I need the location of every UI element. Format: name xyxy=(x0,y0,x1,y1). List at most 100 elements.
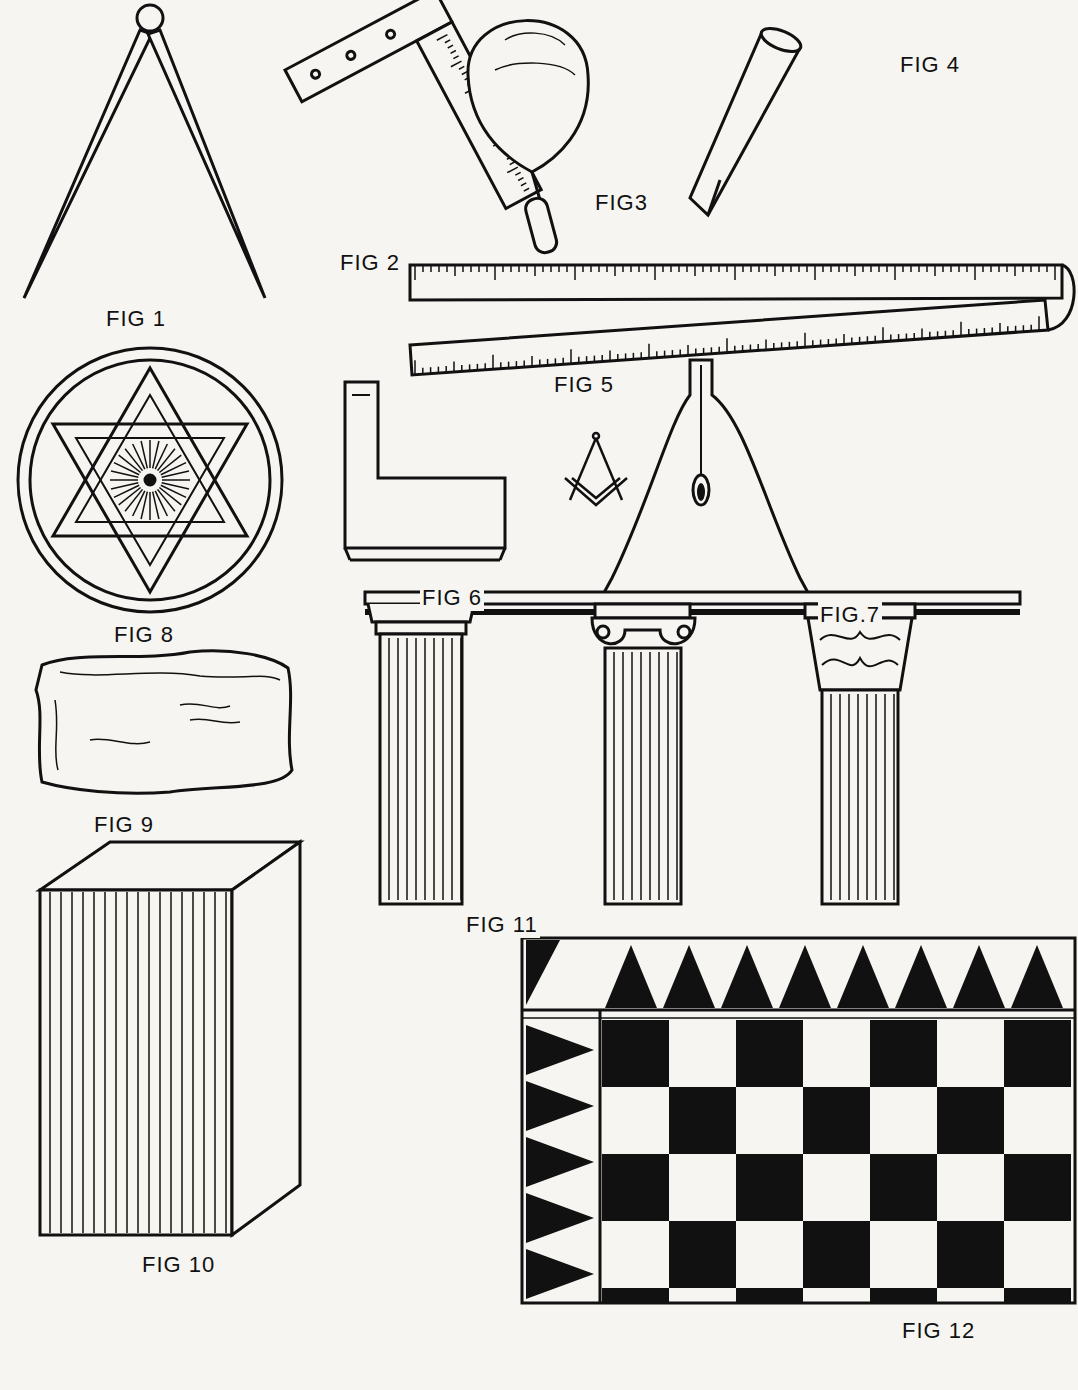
drawing-stroke xyxy=(630,266,632,272)
drawing-stroke xyxy=(438,367,440,373)
pavement-tile xyxy=(937,1087,1004,1154)
drawing-stroke xyxy=(898,334,900,340)
drawing-stroke xyxy=(882,327,884,341)
drawing-stroke xyxy=(104,892,106,1233)
drawing-stroke xyxy=(902,266,904,272)
drawing-stroke xyxy=(806,266,808,272)
drawing-stroke xyxy=(862,266,864,272)
figure-label: FIG.7 xyxy=(818,602,882,628)
pavement-tile xyxy=(736,1154,803,1221)
drawing-stroke xyxy=(822,266,824,272)
drawing-stroke xyxy=(1014,266,1016,276)
drawing-stroke xyxy=(606,266,608,272)
drawing-stroke xyxy=(718,266,720,272)
drawing-stroke xyxy=(913,333,915,339)
drawing-stroke xyxy=(999,323,1001,333)
drawing-stroke xyxy=(894,266,896,280)
drawing-stroke xyxy=(672,350,674,356)
drawing-stroke xyxy=(539,359,541,365)
drawing-stroke xyxy=(942,266,944,272)
drawing-stroke xyxy=(1054,266,1056,280)
drawing-stroke xyxy=(469,364,471,370)
drawing-stroke xyxy=(574,266,576,280)
drawing-stroke xyxy=(990,266,992,272)
drawing-stroke xyxy=(1038,316,1040,330)
drawing-stroke xyxy=(796,341,798,347)
drawing-stroke xyxy=(181,892,183,1233)
drawing-stroke xyxy=(500,362,502,368)
drawing-stroke xyxy=(590,266,592,272)
drawing-stroke xyxy=(638,266,640,272)
drawing-stroke xyxy=(656,351,658,357)
mosaic-pavement xyxy=(522,938,1075,1303)
drawing-stroke xyxy=(82,892,84,1233)
drawing-stroke xyxy=(1030,266,1032,272)
drawing-stroke xyxy=(742,266,744,272)
drawing-stroke xyxy=(598,266,600,272)
perfect-ashlar xyxy=(40,842,300,1235)
drawing-stroke xyxy=(170,892,172,1233)
drawing-stroke xyxy=(110,479,138,481)
drawing-stroke xyxy=(448,45,453,48)
drawing-stroke xyxy=(462,72,467,75)
drawing-stroke xyxy=(415,638,417,900)
drawing-stroke xyxy=(515,172,520,175)
drawing-stroke xyxy=(958,266,960,272)
drawing-stroke xyxy=(726,338,728,352)
drawing-stroke xyxy=(820,340,822,346)
drawing-stroke xyxy=(609,350,611,360)
drawing-stroke xyxy=(625,353,627,359)
drawing-stroke xyxy=(451,51,456,54)
figure-label: FIG 1 xyxy=(104,306,168,332)
drawing-stroke xyxy=(640,652,642,900)
drawing-stroke xyxy=(1046,266,1048,272)
drawing-stroke xyxy=(1023,325,1025,331)
drawing-stroke xyxy=(854,266,856,276)
drawing-stroke xyxy=(550,266,552,272)
drawing-stroke xyxy=(945,331,947,337)
drawing-stroke xyxy=(518,266,520,272)
drawing-stroke xyxy=(790,266,792,272)
drawing-stroke xyxy=(670,266,672,272)
figure-label: FIG 2 xyxy=(338,250,402,276)
drawing-stroke xyxy=(159,892,161,1233)
level-tool xyxy=(345,382,505,560)
drawing-stroke xyxy=(952,330,954,336)
drawing-stroke xyxy=(893,694,895,900)
drawing-stroke xyxy=(846,266,848,272)
drawing-stroke xyxy=(789,342,791,348)
plumb-rule xyxy=(600,360,812,600)
drawing-stroke xyxy=(974,266,976,280)
drawing-stroke xyxy=(835,338,837,344)
drawing-stroke xyxy=(49,892,51,1233)
drawing-stroke xyxy=(678,266,680,272)
drawing-stroke xyxy=(542,266,544,272)
border-tooth xyxy=(605,945,657,1008)
drawing-stroke xyxy=(649,652,651,900)
drawing-stroke xyxy=(162,471,189,477)
drawing-stroke xyxy=(929,332,931,338)
pavement-tile xyxy=(937,1221,1004,1288)
drawing-stroke xyxy=(566,266,568,272)
drawing-stroke xyxy=(766,266,768,272)
drawing-stroke xyxy=(526,266,528,272)
drawing-stroke xyxy=(798,266,800,272)
figure-label: FIG 10 xyxy=(140,1252,217,1278)
drawing-stroke xyxy=(839,694,841,900)
drawing-stroke xyxy=(622,266,624,272)
drawing-stroke xyxy=(406,638,408,900)
border-tooth xyxy=(526,1249,594,1299)
pavement-tile xyxy=(870,1288,937,1303)
drawing-stroke xyxy=(984,328,986,334)
drawing-stroke xyxy=(960,322,962,336)
drawing-stroke xyxy=(918,266,920,272)
drawing-stroke xyxy=(601,355,603,361)
drawing-stroke xyxy=(547,359,549,365)
drawing-stroke xyxy=(453,362,455,372)
drawing-stroke xyxy=(192,892,194,1233)
border-tooth xyxy=(837,945,889,1008)
drawing-stroke xyxy=(646,266,648,272)
drawing-stroke xyxy=(570,349,572,363)
drawing-stroke xyxy=(484,363,486,369)
pavement-tile xyxy=(669,1221,736,1288)
